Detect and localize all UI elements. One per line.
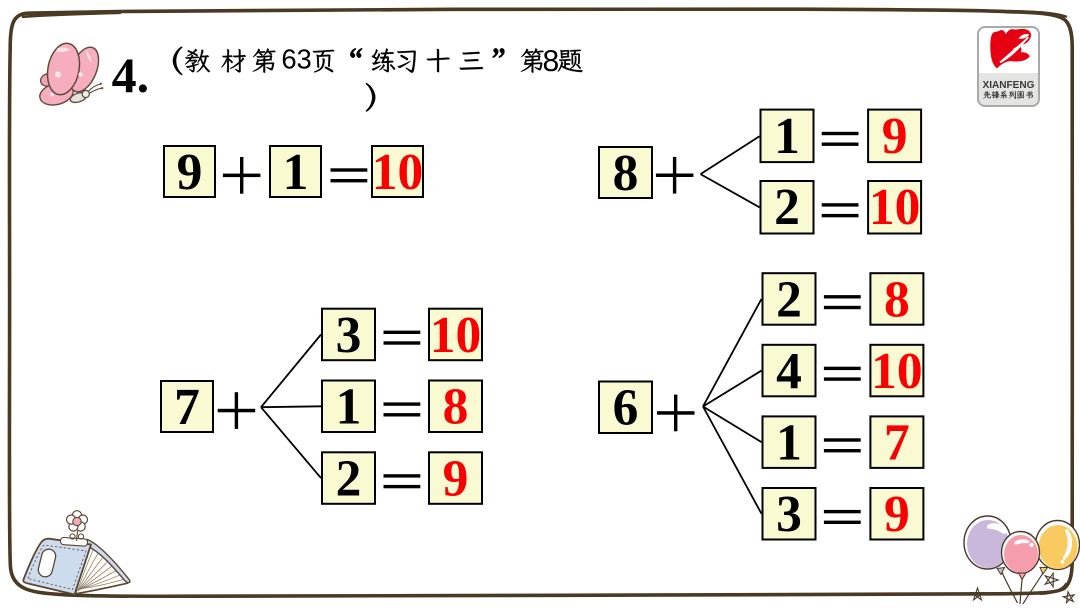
- svg-text:7: 7: [884, 415, 910, 472]
- svg-text:3: 3: [336, 307, 362, 364]
- svg-text:10: 10: [372, 144, 424, 201]
- svg-text:XIANFENG: XIANFENG: [983, 79, 1035, 91]
- svg-text:1: 1: [774, 108, 800, 165]
- svg-text:1: 1: [283, 144, 309, 201]
- svg-text:2: 2: [336, 451, 362, 508]
- svg-text:6: 6: [613, 380, 639, 437]
- svg-text:8: 8: [443, 379, 469, 436]
- svg-text:10: 10: [869, 179, 921, 236]
- svg-text:8: 8: [884, 271, 910, 328]
- svg-text:4: 4: [776, 343, 802, 400]
- svg-text:4.: 4.: [112, 47, 150, 103]
- svg-text:2: 2: [774, 179, 800, 236]
- svg-text:9: 9: [443, 451, 469, 508]
- svg-text:9: 9: [882, 108, 908, 165]
- svg-text:10: 10: [430, 307, 482, 364]
- svg-text:2: 2: [776, 271, 802, 328]
- svg-text:8: 8: [613, 145, 639, 202]
- svg-text:9: 9: [884, 486, 910, 543]
- svg-text:10: 10: [871, 343, 923, 400]
- svg-text:1: 1: [776, 415, 802, 472]
- svg-text:3: 3: [776, 486, 802, 543]
- svg-text:9: 9: [177, 144, 203, 201]
- svg-text:7: 7: [174, 379, 200, 436]
- svg-text:1: 1: [336, 379, 362, 436]
